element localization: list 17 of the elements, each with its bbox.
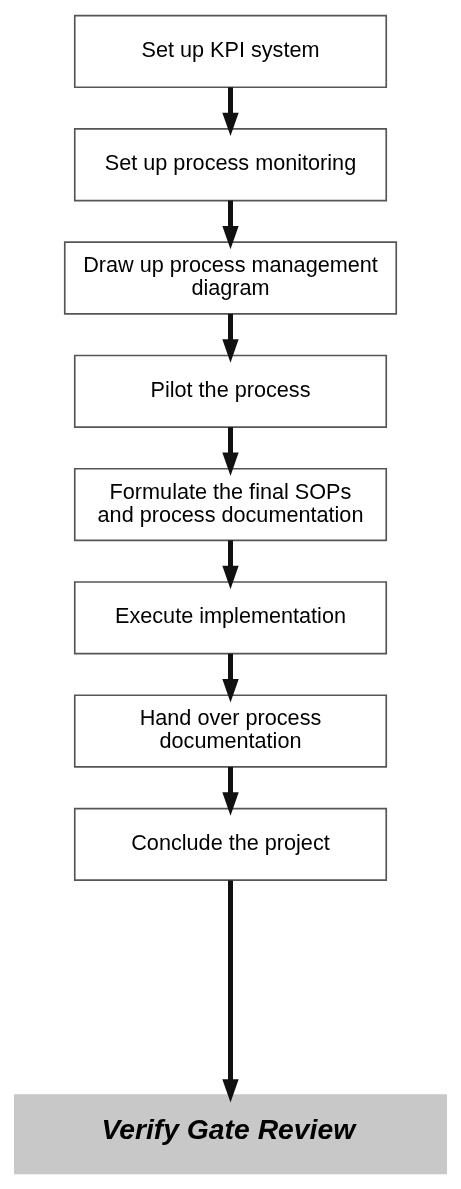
node-box: Formulate the final SOPs and process documentation [73,467,388,542]
arrow [222,427,239,476]
node-box: Verify Gate Review [13,1094,448,1175]
arrow [222,653,239,703]
node-box: Set up KPI system [73,14,388,89]
arrow [222,87,239,137]
node-box: Conclude the project [73,807,388,881]
node-box: Hand over process documentation [73,694,388,768]
node-box: Execute implementation [73,581,388,655]
arrow [222,880,239,1103]
arrow [222,313,239,363]
node-box: Set up process monitoring [73,128,388,202]
node-box: Draw up process management diagram [63,241,398,315]
arrow [222,766,239,816]
arrow [222,200,239,250]
arrow [222,540,239,590]
node-box: Pilot the process [73,354,388,428]
